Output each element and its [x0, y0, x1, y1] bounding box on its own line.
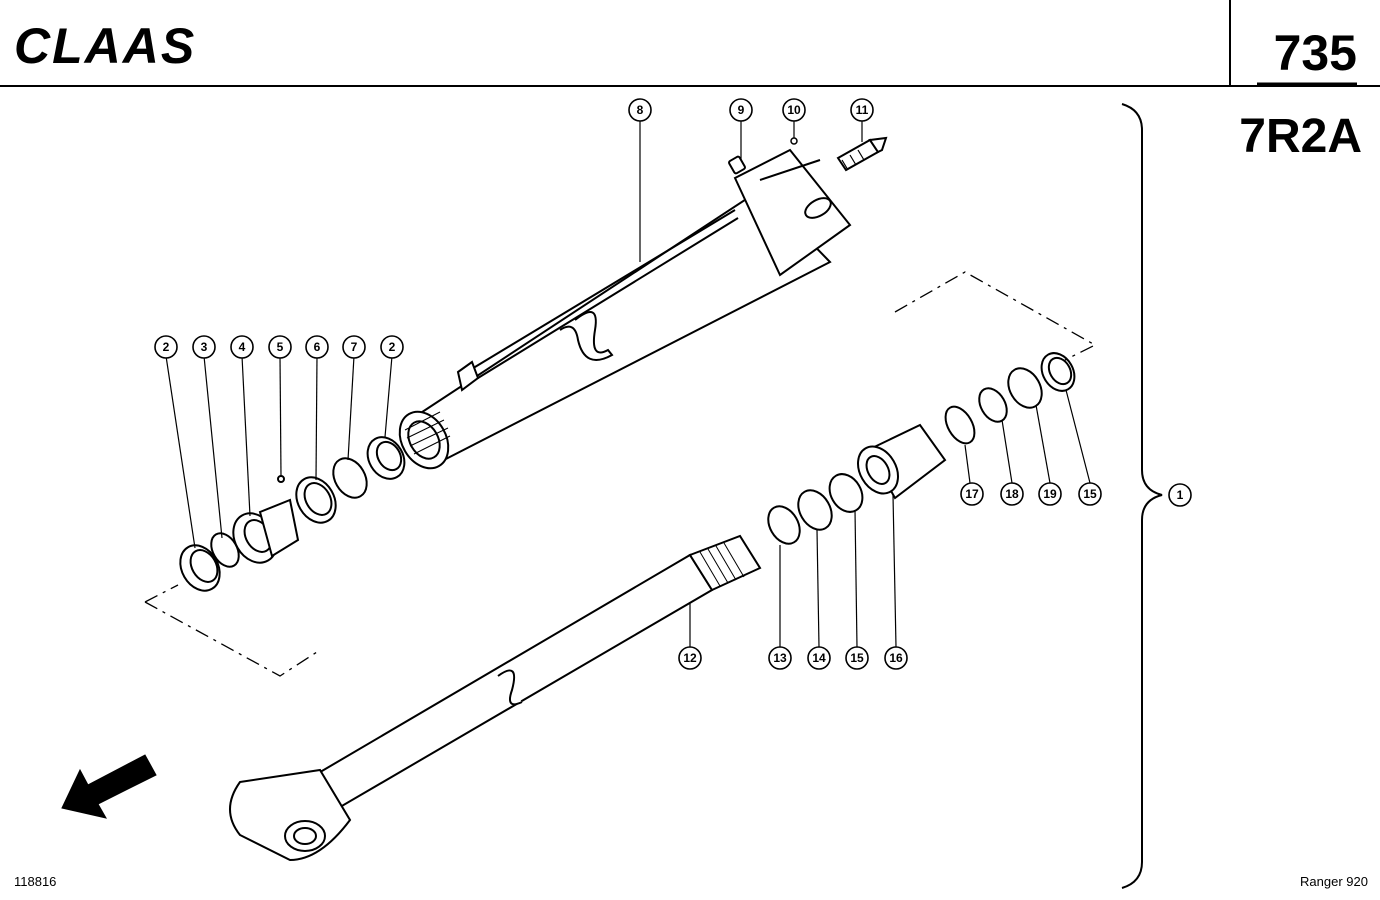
- svg-text:12: 12: [683, 651, 697, 665]
- assembly-bracket: [1121, 103, 1163, 889]
- callouts: 1 2 3 4 5 6 7 2: [154, 98, 1192, 670]
- svg-text:2: 2: [163, 340, 170, 354]
- alignment-lines: [144, 271, 1097, 677]
- callout-2-right: 2: [380, 335, 404, 359]
- callout-12: 12: [678, 646, 702, 670]
- piston-rod: [229, 534, 762, 862]
- svg-text:5: 5: [277, 340, 284, 354]
- svg-text:3: 3: [201, 340, 208, 354]
- svg-text:15: 15: [1083, 487, 1097, 501]
- callout-13: 13: [768, 646, 792, 670]
- callout-10: 10: [782, 98, 806, 122]
- page-number: 735: [1274, 25, 1357, 81]
- svg-text:2: 2: [389, 340, 396, 354]
- svg-text:11: 11: [856, 103, 869, 117]
- callout-2-left: 2: [154, 335, 178, 359]
- svg-text:17: 17: [965, 487, 979, 501]
- leader-lines: [165, 120, 1091, 648]
- callout-5: 5: [268, 335, 292, 359]
- svg-text:18: 18: [1005, 487, 1019, 501]
- part-10-ball: [790, 137, 798, 145]
- svg-text:10: 10: [787, 103, 801, 117]
- direction-arrow-icon: [61, 754, 157, 819]
- svg-text:9: 9: [738, 103, 745, 117]
- callout-17: 17: [960, 482, 984, 506]
- right-seal-group: [767, 352, 1076, 545]
- callout-6: 6: [305, 335, 329, 359]
- brand-logo: CLAAS: [14, 18, 196, 74]
- svg-text:19: 19: [1043, 487, 1057, 501]
- cylinder-barrel: [398, 148, 852, 470]
- svg-text:14: 14: [812, 651, 826, 665]
- callout-18: 18: [1000, 482, 1024, 506]
- callout-15-lower: 15: [845, 646, 869, 670]
- left-seal-group: [179, 436, 406, 592]
- svg-text:13: 13: [773, 651, 787, 665]
- group-code: 7R2A: [1239, 110, 1362, 163]
- callout-7: 7: [342, 335, 366, 359]
- svg-text:4: 4: [239, 340, 246, 354]
- frame: [0, 0, 1380, 87]
- svg-text:7: 7: [351, 340, 358, 354]
- svg-text:16: 16: [889, 651, 903, 665]
- svg-text:1: 1: [1177, 488, 1184, 502]
- callout-11: 11: [850, 98, 874, 122]
- part-9-fitting: [728, 155, 746, 175]
- callout-9: 9: [729, 98, 753, 122]
- callout-4: 4: [230, 335, 254, 359]
- svg-text:15: 15: [850, 651, 864, 665]
- callout-14: 14: [807, 646, 831, 670]
- callout-8: 8: [628, 98, 652, 122]
- drawing-number: 118816: [14, 874, 56, 889]
- svg-text:8: 8: [637, 103, 644, 117]
- callout-16: 16: [884, 646, 908, 670]
- model-name: Ranger 920: [1300, 874, 1368, 889]
- part-11-valve: [836, 136, 888, 172]
- callout-19: 19: [1038, 482, 1062, 506]
- callout-1: 1: [1168, 483, 1192, 507]
- callout-15-upper: 15: [1078, 482, 1102, 506]
- svg-text:6: 6: [314, 340, 321, 354]
- callout-3: 3: [192, 335, 216, 359]
